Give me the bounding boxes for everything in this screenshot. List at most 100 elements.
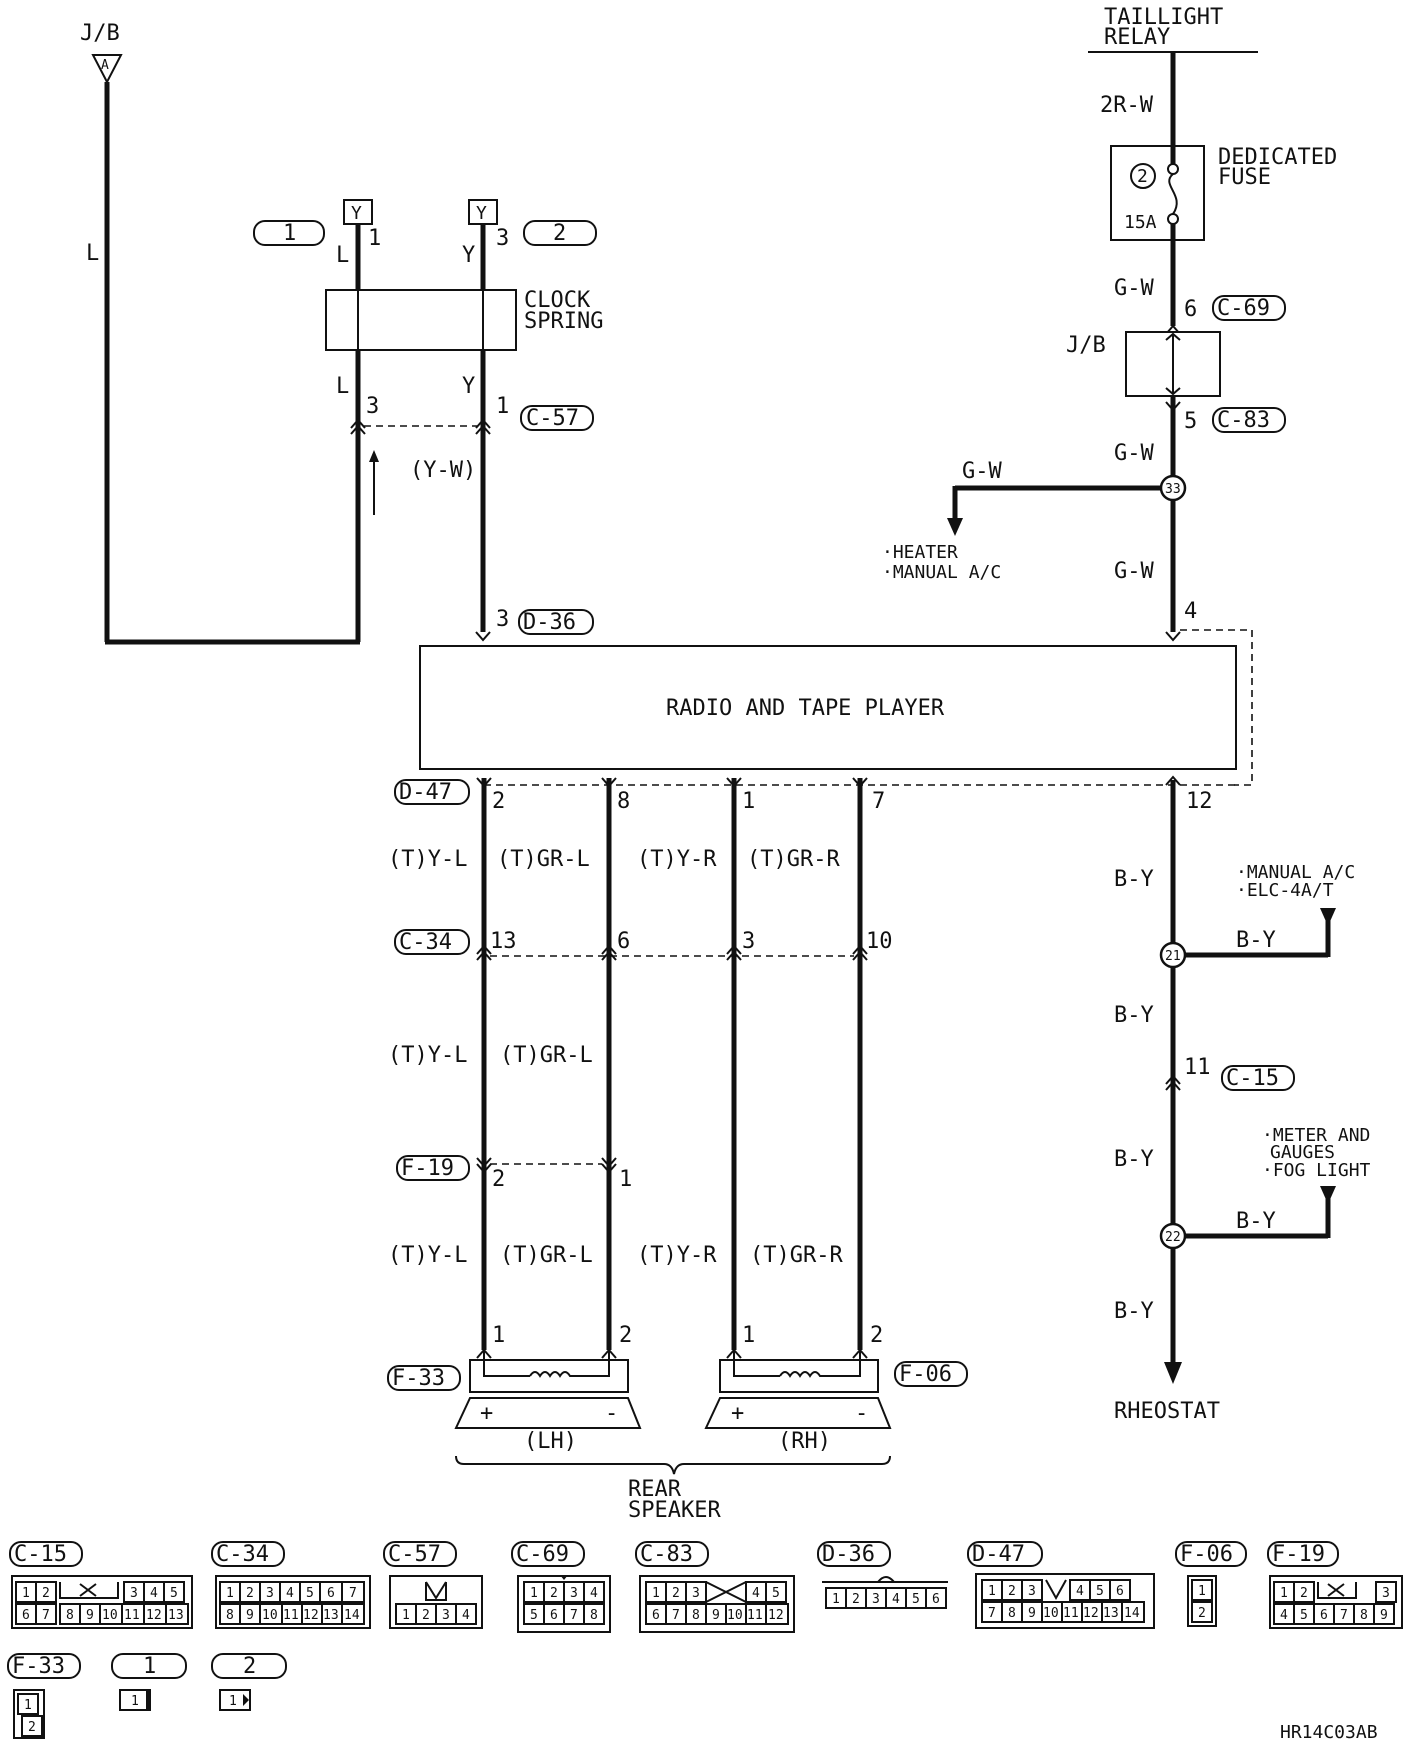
splice-21-label: 21 xyxy=(1165,949,1181,964)
f19-mark-1 xyxy=(476,1157,492,1174)
dedicated-fuse-label-2: FUSE xyxy=(1218,165,1271,190)
d47-mark-4 xyxy=(852,777,868,788)
speaker-rh-coil xyxy=(779,1371,840,1378)
fuse-number-circle xyxy=(1130,163,1156,189)
wire-bot-label-4: (T)GR-R xyxy=(750,1243,843,1268)
f33-label: F-33 xyxy=(392,1366,445,1391)
f19-bot-6: 9 xyxy=(1380,1608,1388,1623)
f19-label: F-19 xyxy=(401,1156,454,1181)
y-mark-right xyxy=(468,199,498,225)
c15-top-4: 4 xyxy=(150,1586,158,1601)
speaker-rh-minus: - xyxy=(855,1401,868,1426)
c57-bot-3: 3 xyxy=(442,1608,450,1623)
pin-1-bottom: 1 xyxy=(496,394,509,419)
f19-bot-1: 4 xyxy=(1280,1608,1288,1623)
d47-pin-1: 2 xyxy=(492,789,505,814)
c34-top-4: 4 xyxy=(286,1586,294,1601)
d47-bot-3: 9 xyxy=(1028,1606,1036,1621)
c83-top-3: 3 xyxy=(692,1586,700,1601)
wire-gw-3-label: G-W xyxy=(1114,559,1154,584)
c34-mark-2 xyxy=(601,944,617,961)
d47-bot-2: 8 xyxy=(1008,1606,1016,1621)
c83-bot-5: 10 xyxy=(727,1608,743,1623)
speaker-lh-coil xyxy=(529,1371,590,1378)
d47-top-6: 6 xyxy=(1116,1584,1124,1599)
c69-top-4: 4 xyxy=(590,1586,598,1601)
c34-pin-2: 6 xyxy=(617,929,630,954)
radio-label: RADIO AND TAPE PLAYER xyxy=(666,696,945,721)
c34-mark-3 xyxy=(726,944,742,961)
c83-label: C-83 xyxy=(1217,408,1270,433)
f33-face-badge xyxy=(7,1653,81,1679)
meter-arrow xyxy=(1320,1186,1336,1204)
pin-3-top: 3 xyxy=(496,226,509,251)
f06-cell-1-box xyxy=(1191,1579,1213,1601)
c69-bot-3: 7 xyxy=(570,1608,578,1623)
radio-box xyxy=(419,645,1237,770)
f19-bot-5: 8 xyxy=(1360,1608,1368,1623)
wire-by-1-label: B-Y xyxy=(1114,867,1154,892)
f19-face-label: F-19 xyxy=(1272,1542,1325,1567)
c34-grid: 1 2 3 4 5 6 7 8 9 10 11 12 13 14 xyxy=(219,1581,365,1625)
jb-right-label: J/B xyxy=(1066,333,1106,358)
c57-bot-1: 1 xyxy=(402,1608,410,1623)
c15-bot-1: 6 xyxy=(22,1608,30,1623)
f06-label: F-06 xyxy=(899,1362,952,1387)
c83-bot-2: 7 xyxy=(672,1608,680,1623)
c15-label: C-15 xyxy=(1226,1066,1279,1091)
wire-l-label: L xyxy=(86,241,99,266)
f19-pin-2: 1 xyxy=(619,1167,632,1192)
clock-spring-box xyxy=(325,289,517,351)
c34-top-2: 2 xyxy=(246,1586,254,1601)
f06-cell-2-box xyxy=(1191,1601,1213,1623)
callout-1 xyxy=(253,220,325,246)
speaker-rh: + - F-06 (RH) xyxy=(704,1350,968,1454)
j2-face-badge xyxy=(211,1653,287,1679)
d47-pin-4: 7 xyxy=(872,789,885,814)
speaker-lh: + - F-33 (LH) xyxy=(387,1350,642,1454)
wire-mid-label-2: (T)GR-L xyxy=(500,1043,593,1068)
wire-mid-label-1: (T)Y-L xyxy=(388,1043,467,1068)
c57-face-label: C-57 xyxy=(388,1542,441,1567)
d47-bot-6: 12 xyxy=(1083,1606,1099,1621)
c34-bot-3: 10 xyxy=(262,1608,278,1623)
d47-top-2: 2 xyxy=(1008,1584,1016,1599)
c83-bot-1: 6 xyxy=(652,1608,660,1623)
c34-top-5: 5 xyxy=(306,1586,314,1601)
d36-face-label: D-36 xyxy=(822,1542,875,1567)
c34-top-1: 1 xyxy=(226,1586,234,1601)
f33-badge xyxy=(387,1365,461,1391)
callout-2-text: 2 xyxy=(553,221,566,246)
wire-l-upper-label: L xyxy=(336,243,349,268)
rear-speaker-label-2: SPEAKER xyxy=(628,1498,721,1523)
wire-by-3-label: B-Y xyxy=(1114,1147,1154,1172)
wire-by-2-label: B-Y xyxy=(1114,1003,1154,1028)
c15-top-3: 3 xyxy=(130,1586,138,1601)
wire-gw-branch-label: G-W xyxy=(962,459,1002,484)
callout-2 xyxy=(523,220,597,246)
f19-face-badge xyxy=(1267,1541,1339,1567)
c34-mark-1 xyxy=(476,944,492,961)
wire-bot-label-2: (T)GR-L xyxy=(500,1243,593,1268)
wire-gw-2-label: G-W xyxy=(1114,441,1154,466)
c15-bot-4: 9 xyxy=(86,1608,94,1623)
wire-2rw-label: 2R-W xyxy=(1100,93,1154,118)
d47-pin-3: 1 xyxy=(742,789,755,814)
d36-key xyxy=(877,1576,895,1583)
f06-badge xyxy=(894,1361,968,1387)
rheostat-label: RHEOSTAT xyxy=(1114,1399,1220,1424)
c57-bot-4: 4 xyxy=(462,1608,470,1623)
pin-11: 11 xyxy=(1184,1055,1211,1080)
d47-face-label: D-47 xyxy=(972,1542,1025,1567)
meter-label-2: GAUGES xyxy=(1270,1142,1335,1163)
d47-grid: 1 2 3 4 5 6 7 8 9 10 11 12 13 14 xyxy=(981,1579,1145,1623)
d36-bot-4: 4 xyxy=(892,1592,900,1607)
f33-cell-1: 1 xyxy=(24,1698,32,1713)
taillight-relay-label-1: TAILLIGHT xyxy=(1104,5,1223,30)
speaker-rh-leads xyxy=(733,1350,861,1377)
c34-pin-1: 13 xyxy=(490,929,517,954)
d47-bot-4: 10 xyxy=(1043,1606,1059,1621)
wire-bot-label-1: (T)Y-L xyxy=(388,1243,467,1268)
radio-shield-dash-right xyxy=(1180,629,1253,786)
